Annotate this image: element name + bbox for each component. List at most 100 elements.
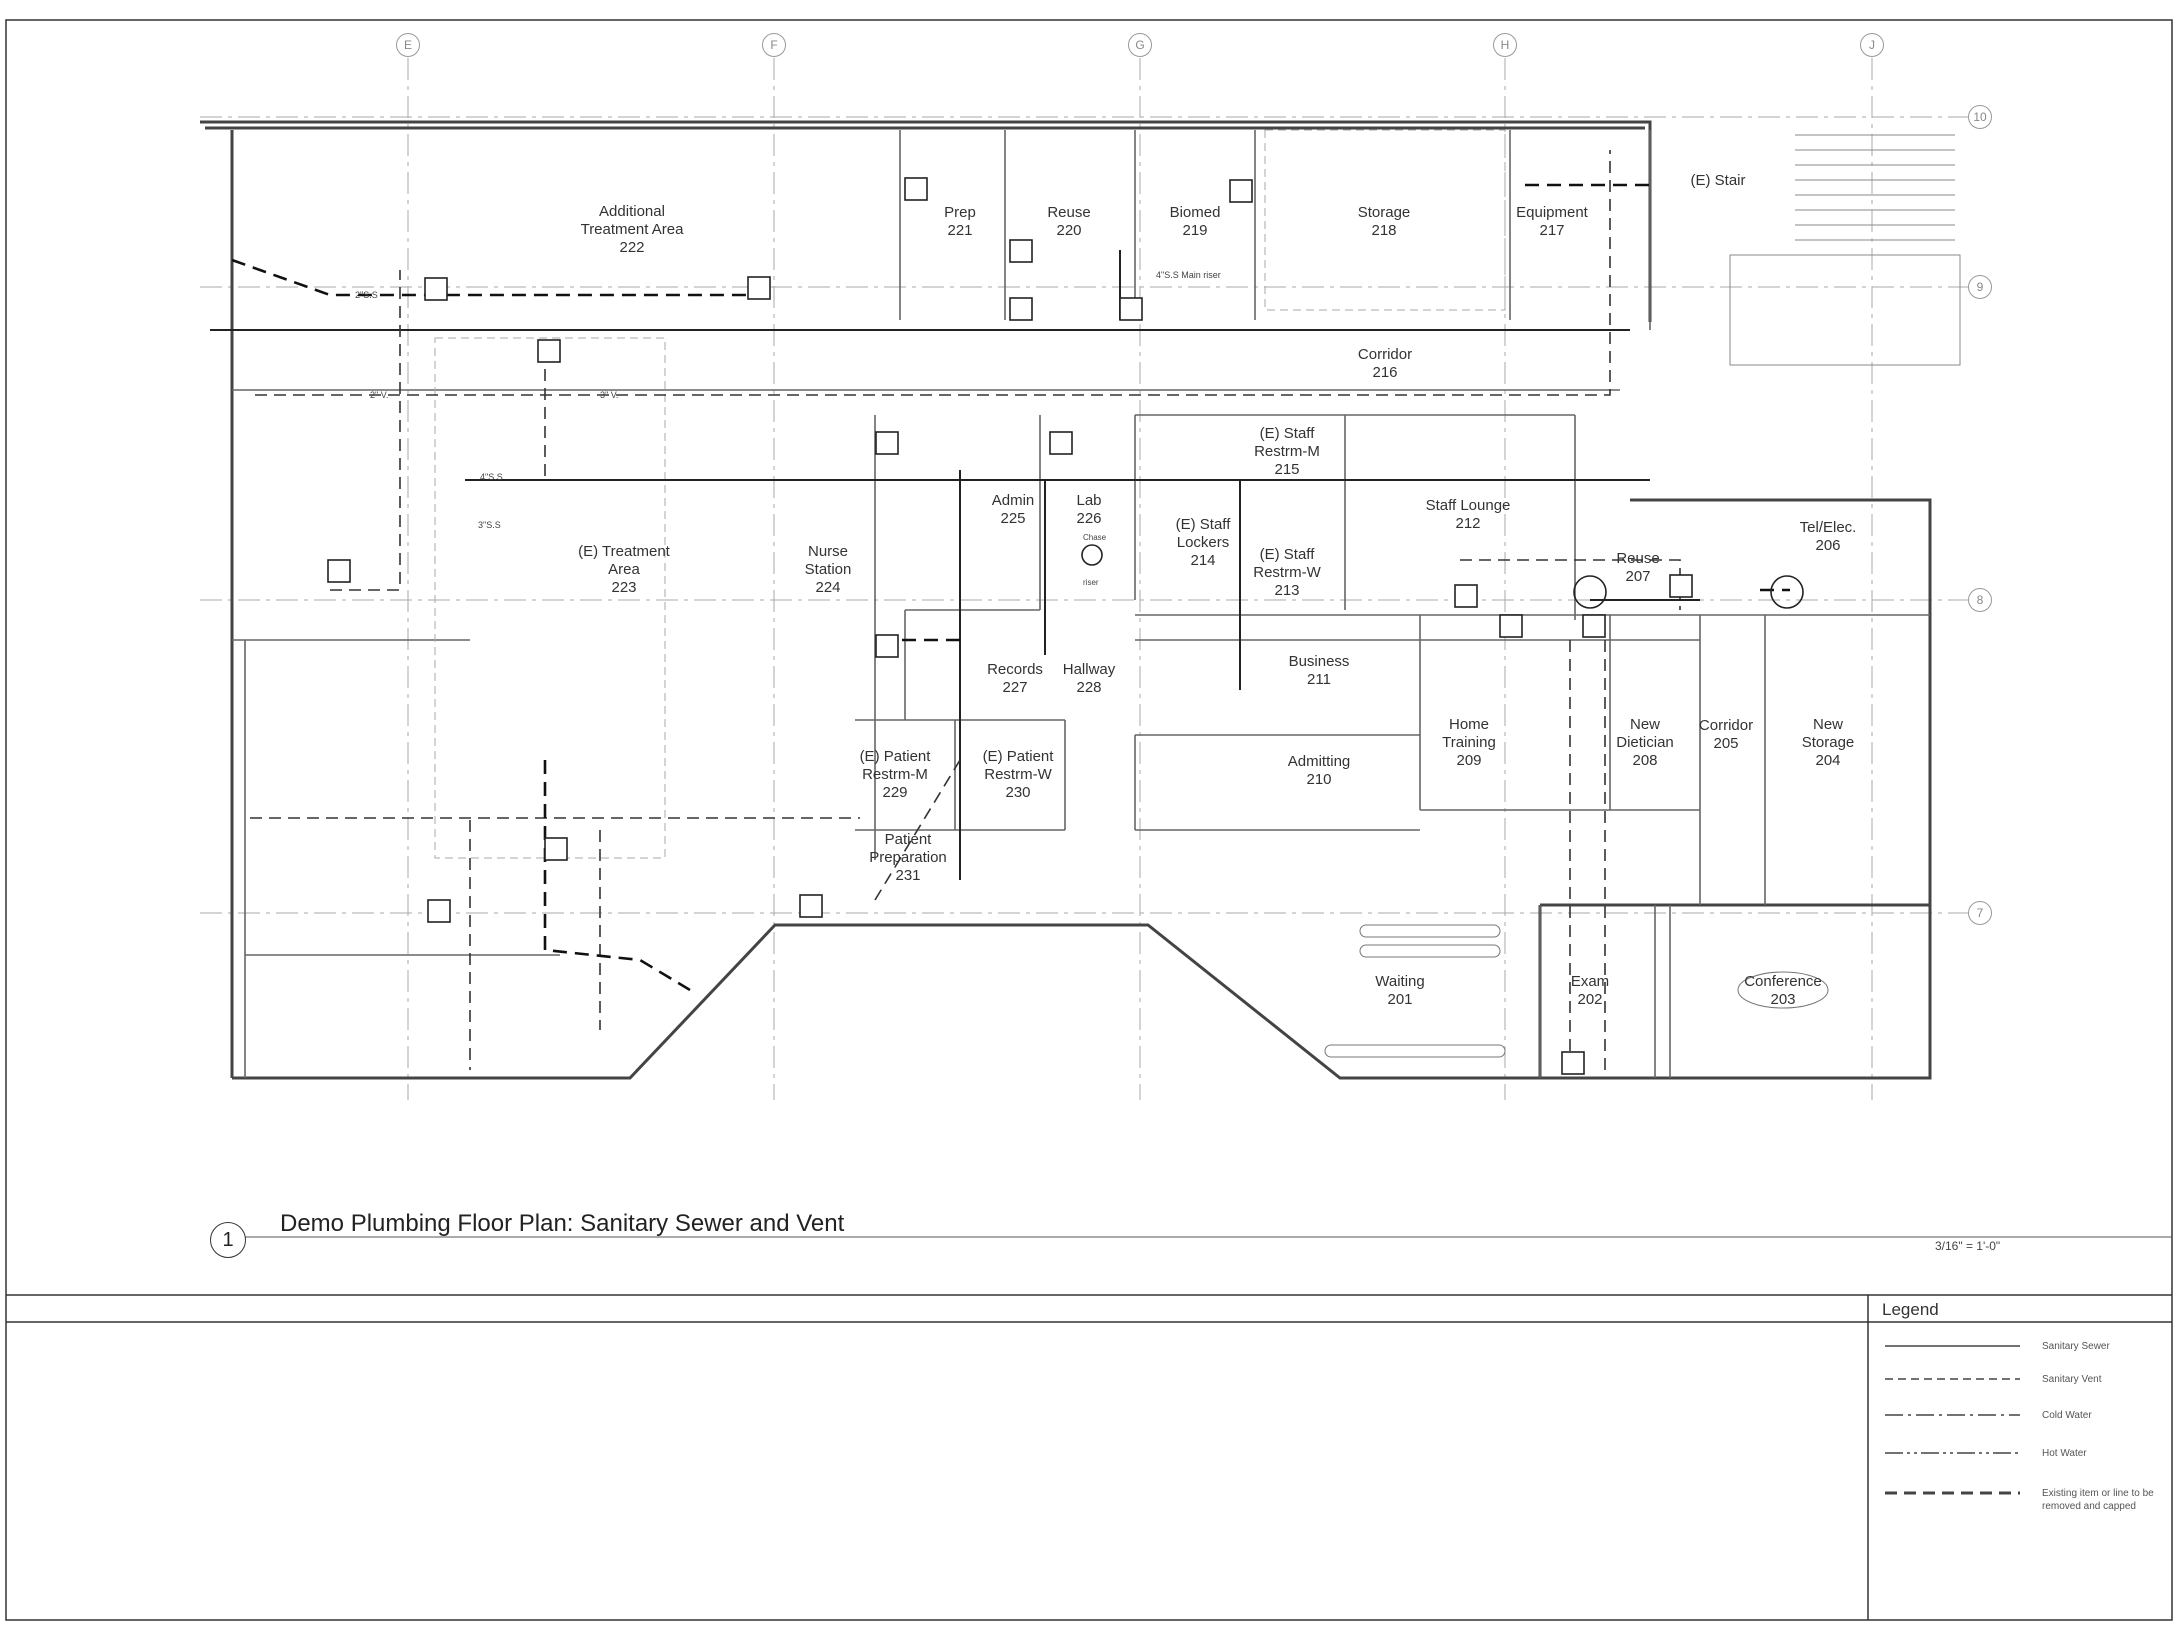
room-name: Prep bbox=[944, 204, 976, 221]
room-number: 217 bbox=[1539, 222, 1565, 239]
room-number: 203 bbox=[1770, 991, 1796, 1008]
room-name: Waiting bbox=[1375, 973, 1425, 990]
building-walls bbox=[200, 120, 1932, 1080]
grid-bubble-column: E bbox=[396, 33, 420, 57]
room-name: (E) Treatment Area bbox=[578, 543, 670, 578]
room-number: 207 bbox=[1625, 568, 1651, 585]
pipe-note: riser bbox=[1083, 578, 1099, 587]
legend-samples bbox=[1885, 1345, 2020, 1495]
room-number: 221 bbox=[947, 222, 973, 239]
grid-bubble-row: 10 bbox=[1968, 105, 1992, 129]
room-name: (E) Staff Lockers bbox=[1175, 516, 1231, 551]
room-name: (E) Staff Restrm-M bbox=[1254, 425, 1320, 460]
room-name: Reuse bbox=[1616, 550, 1660, 567]
room-number: 219 bbox=[1182, 222, 1208, 239]
room-label: (E) Stair bbox=[1690, 172, 1745, 190]
waiting-chairs bbox=[1324, 924, 1829, 1058]
room-name: Admitting bbox=[1287, 753, 1351, 770]
sanitary-sewer-lines bbox=[210, 250, 1700, 880]
room-name: Storage bbox=[1357, 204, 1411, 221]
room-number: 214 bbox=[1190, 552, 1216, 569]
room-number: 223 bbox=[611, 579, 637, 596]
drawing-title: Demo Plumbing Floor Plan: Sanitary Sewer… bbox=[280, 1210, 845, 1237]
legend-item-cold-water: Cold Water bbox=[2042, 1410, 2092, 1421]
room-name: Lab bbox=[1076, 492, 1102, 509]
room-number: 206 bbox=[1815, 537, 1841, 554]
legend-item-removed-capped: Existing item or line to be removed and … bbox=[2042, 1488, 2154, 1512]
room-name: Admin bbox=[991, 492, 1035, 509]
grid-bubble-column: J bbox=[1860, 33, 1884, 57]
drawing-scale: 3/16" = 1'-0" bbox=[1935, 1239, 2001, 1253]
stair bbox=[1729, 134, 1961, 366]
pipe-note: 2"S.S bbox=[355, 290, 378, 300]
room-name: Home Training bbox=[1442, 716, 1496, 751]
room-name: New Storage bbox=[1801, 716, 1855, 751]
room-name: Tel/Elec. bbox=[1799, 519, 1857, 536]
room-number: 230 bbox=[1005, 784, 1031, 801]
room-number: 209 bbox=[1456, 752, 1482, 769]
grid-bubble-column: F bbox=[762, 33, 786, 57]
room-number: 225 bbox=[1000, 510, 1026, 527]
room-name: (E) Staff Restrm-W bbox=[1253, 546, 1321, 581]
room-number: 226 bbox=[1076, 510, 1102, 527]
room-number: 211 bbox=[1307, 671, 1331, 688]
room-label: Tel/Elec.206 bbox=[1800, 519, 1857, 555]
row-grid-lines bbox=[200, 116, 1968, 914]
sheet-frame bbox=[5, 19, 2173, 1621]
pipe-note: 3"S.S bbox=[478, 520, 501, 530]
pipe-note: 4"S.S bbox=[480, 472, 503, 482]
room-name: (E) Patient Restrm-M bbox=[859, 748, 931, 783]
grid-bubble-row: 7 bbox=[1968, 901, 1992, 925]
room-name: Equipment bbox=[1516, 204, 1588, 221]
cleanouts bbox=[327, 177, 1693, 1075]
room-number: 224 bbox=[815, 579, 841, 596]
room-number: 228 bbox=[1076, 679, 1102, 696]
grid-bubble-row: 8 bbox=[1968, 588, 1992, 612]
grid-bubble-row: 9 bbox=[1968, 275, 1992, 299]
room-name: (E) Stair bbox=[1690, 172, 1746, 189]
room-number: 201 bbox=[1387, 991, 1413, 1008]
room-number: 220 bbox=[1056, 222, 1082, 239]
room-number: 229 bbox=[882, 784, 908, 801]
room-number: 231 bbox=[895, 867, 921, 884]
room-name: Business bbox=[1288, 653, 1350, 670]
pipe-note: 4"S.S Main riser bbox=[1156, 270, 1221, 280]
grid-bubble-column: G bbox=[1128, 33, 1152, 57]
legend-item-sanitary-vent: Sanitary Vent bbox=[2042, 1374, 2102, 1385]
room-name: Conference bbox=[1744, 973, 1822, 990]
room-name: Hallway bbox=[1062, 661, 1116, 678]
room-name: New Dietician bbox=[1616, 716, 1674, 751]
room-name: Staff Lounge bbox=[1425, 497, 1511, 514]
room-name: Corridor bbox=[1698, 717, 1754, 734]
room-number: 216 bbox=[1372, 364, 1398, 381]
pipe-note: 3" V. bbox=[600, 390, 619, 400]
round-drains bbox=[1081, 544, 1804, 609]
room-name: Records bbox=[987, 661, 1043, 678]
room-name: Patient Preparation bbox=[869, 831, 947, 866]
room-number: 204 bbox=[1815, 752, 1841, 769]
room-name: Reuse bbox=[1047, 204, 1091, 221]
room-number: 202 bbox=[1577, 991, 1603, 1008]
room-name: (E) Patient Restrm-W bbox=[982, 748, 1054, 783]
room-number: 205 bbox=[1713, 735, 1739, 752]
